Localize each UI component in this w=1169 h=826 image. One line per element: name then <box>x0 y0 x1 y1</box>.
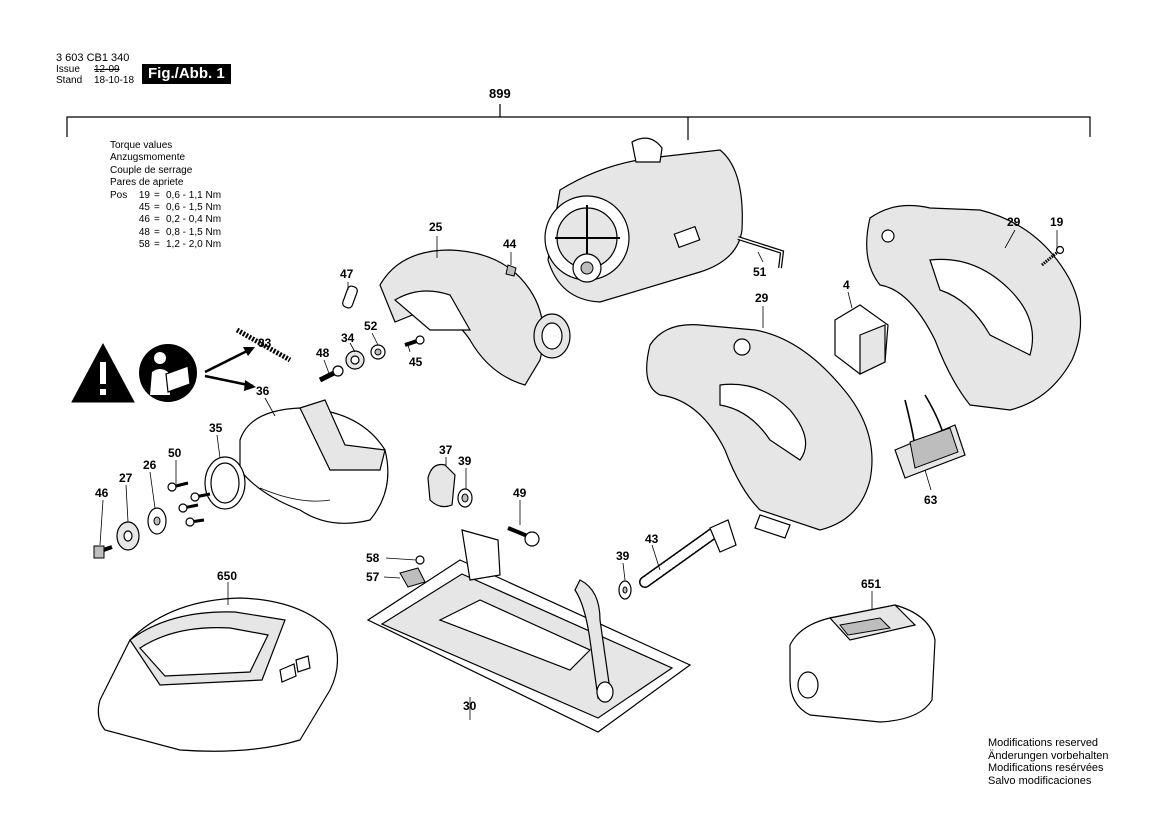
torque-pos: 48 <box>138 226 150 238</box>
issue-stand-labels: Issue Stand <box>56 64 82 86</box>
callout-650: 650 <box>217 569 237 583</box>
battery-charger <box>97 597 339 752</box>
document-number: 3 603 CB1 340 <box>56 52 130 64</box>
torque-equals: = <box>154 226 160 238</box>
callout-36: 36 <box>256 384 270 398</box>
torque-row: Pos 19 = 0,6 - 1,1 Nm <box>110 190 221 202</box>
battery-terminal <box>894 394 966 479</box>
callout-46: 46 <box>95 486 109 500</box>
callout-45: 45 <box>409 355 423 369</box>
callout-19: 19 <box>1050 215 1064 229</box>
torque-heading-en: Torque values <box>110 140 173 151</box>
callout-51: 51 <box>753 265 767 279</box>
callout-63: 63 <box>924 493 938 507</box>
torque-pos: 45 <box>138 202 150 214</box>
callout-29-centre: 29 <box>755 291 769 305</box>
modifications-notice: Modifications reserved Änderungen vorbeh… <box>988 737 1108 787</box>
callout-25: 25 <box>429 220 443 234</box>
torque-heading-de: Anzugsmomente <box>110 152 186 164</box>
torque-value: 0,6 - 1,1 Nm <box>166 189 222 201</box>
assembly-bracket: 899 <box>66 86 1091 140</box>
torque-equals: = <box>154 202 160 214</box>
callout-58: 58 <box>366 551 380 565</box>
callout-49: 49 <box>513 486 527 500</box>
motor-housing <box>544 137 743 303</box>
modifications-fr: Modifications resérvées <box>988 762 1104 774</box>
issue-label: Issue <box>56 64 80 75</box>
callout-899: 899 <box>489 86 511 101</box>
handle-half-left <box>646 324 873 539</box>
callout-29-right: 29 <box>1007 215 1021 229</box>
torque-pos: 46 <box>138 214 150 226</box>
modifications-es: Salvo modificaciones <box>988 774 1092 787</box>
callout-44: 44 <box>503 237 517 251</box>
read-manual-icon <box>139 344 197 402</box>
callout-43: 43 <box>645 532 659 546</box>
callout-57: 57 <box>366 570 380 584</box>
warning-arrows <box>204 346 256 391</box>
callout-651: 651 <box>861 577 881 591</box>
callout-27: 27 <box>119 471 133 485</box>
warning-icon <box>71 342 135 403</box>
spacer-ring <box>204 456 246 510</box>
callout-4: 4 <box>843 278 850 292</box>
callout-50: 50 <box>168 446 182 460</box>
handle-half-right <box>866 204 1082 411</box>
torque-row: 48 = 0,8 - 1,5 Nm <box>110 227 221 239</box>
callout-39-upper: 39 <box>458 454 472 468</box>
callout-39-lower: 39 <box>616 549 630 563</box>
stand-value: 18-10-18 <box>94 75 135 86</box>
callout-52: 52 <box>364 319 378 333</box>
torque-pos-label: Pos <box>110 189 128 201</box>
depth-knob-set <box>427 463 540 547</box>
torque-row: 58 = 1,2 - 2,0 Nm <box>110 239 221 251</box>
upper-blade-guard <box>379 249 571 386</box>
torque-values-table: Torque values Anzugsmomente Couple de se… <box>110 140 221 252</box>
torque-pos: 19 <box>138 189 150 201</box>
callout-48: 48 <box>316 346 330 360</box>
blade-flange-set <box>93 507 167 559</box>
torque-equals: = <box>154 239 160 251</box>
modifications-de: Änderungen vorbehalten <box>988 749 1109 762</box>
switch <box>834 304 889 375</box>
torque-equals: = <box>154 189 160 201</box>
lower-blade-guard <box>239 399 389 524</box>
torque-row: 45 = 0,6 - 1,5 Nm <box>110 202 221 214</box>
callout-47: 47 <box>340 267 354 281</box>
torque-value: 0,8 - 1,5 Nm <box>166 226 222 238</box>
torque-row: 46 = 0,2 - 0,4 Nm <box>110 214 221 226</box>
leader-lines <box>99 229 1058 720</box>
torque-value: 0,6 - 1,5 Nm <box>166 202 222 214</box>
torque-value: 1,2 - 2,0 Nm <box>166 239 222 251</box>
guard-screws <box>167 481 211 527</box>
callout-33: 33 <box>258 336 272 350</box>
issue-stand-values: 12-09 18-10-18 <box>94 64 134 86</box>
callout-34: 34 <box>341 331 355 345</box>
torque-value: 0,2 - 0,4 Nm <box>166 214 222 226</box>
torque-heading-es: Pares de apriete <box>110 177 184 189</box>
bevel-lever <box>399 555 426 588</box>
callout-26: 26 <box>143 458 157 472</box>
callout-35: 35 <box>209 421 223 435</box>
rip-fence-set <box>618 519 737 600</box>
stand-label: Stand <box>56 75 83 86</box>
issue-value: 12-09 <box>94 64 120 75</box>
modifications-en: Modifications reserved <box>988 737 1099 749</box>
housing-screw <box>1041 245 1065 267</box>
battery-pack <box>789 604 936 723</box>
callout-30: 30 <box>463 699 477 713</box>
figure-tag: Fig./Abb. 1 <box>142 64 231 84</box>
base-plate <box>366 529 692 733</box>
torque-equals: = <box>154 214 160 226</box>
small-parts-upper <box>235 264 517 383</box>
hex-key <box>737 236 785 269</box>
callout-labels: 25 44 47 52 34 48 45 51 29 29 19 4 33 36… <box>95 215 1064 713</box>
torque-heading-fr: Couple de serrage <box>110 164 193 176</box>
torque-pos: 58 <box>138 239 150 251</box>
callout-37: 37 <box>439 443 453 457</box>
